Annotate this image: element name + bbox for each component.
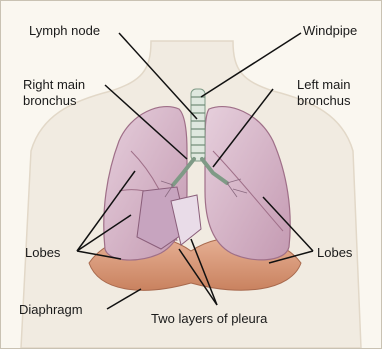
windpipe [191, 89, 205, 161]
label-two-layers-of-pleura: Two layers of pleura [151, 311, 268, 326]
label-left-main-bronchus-line2: bronchus [297, 93, 351, 108]
label-windpipe: Windpipe [303, 23, 357, 38]
label-lobes-left: Lobes [25, 245, 61, 260]
label-right-main-bronchus-line2: bronchus [23, 93, 77, 108]
label-lymph-node: Lymph node [29, 23, 100, 38]
label-diaphragm: Diaphragm [19, 302, 83, 317]
label-left-main-bronchus-line1: Left main [297, 77, 350, 92]
label-right-main-bronchus-line1: Right main [23, 77, 85, 92]
label-lobes-right: Lobes [317, 245, 353, 260]
